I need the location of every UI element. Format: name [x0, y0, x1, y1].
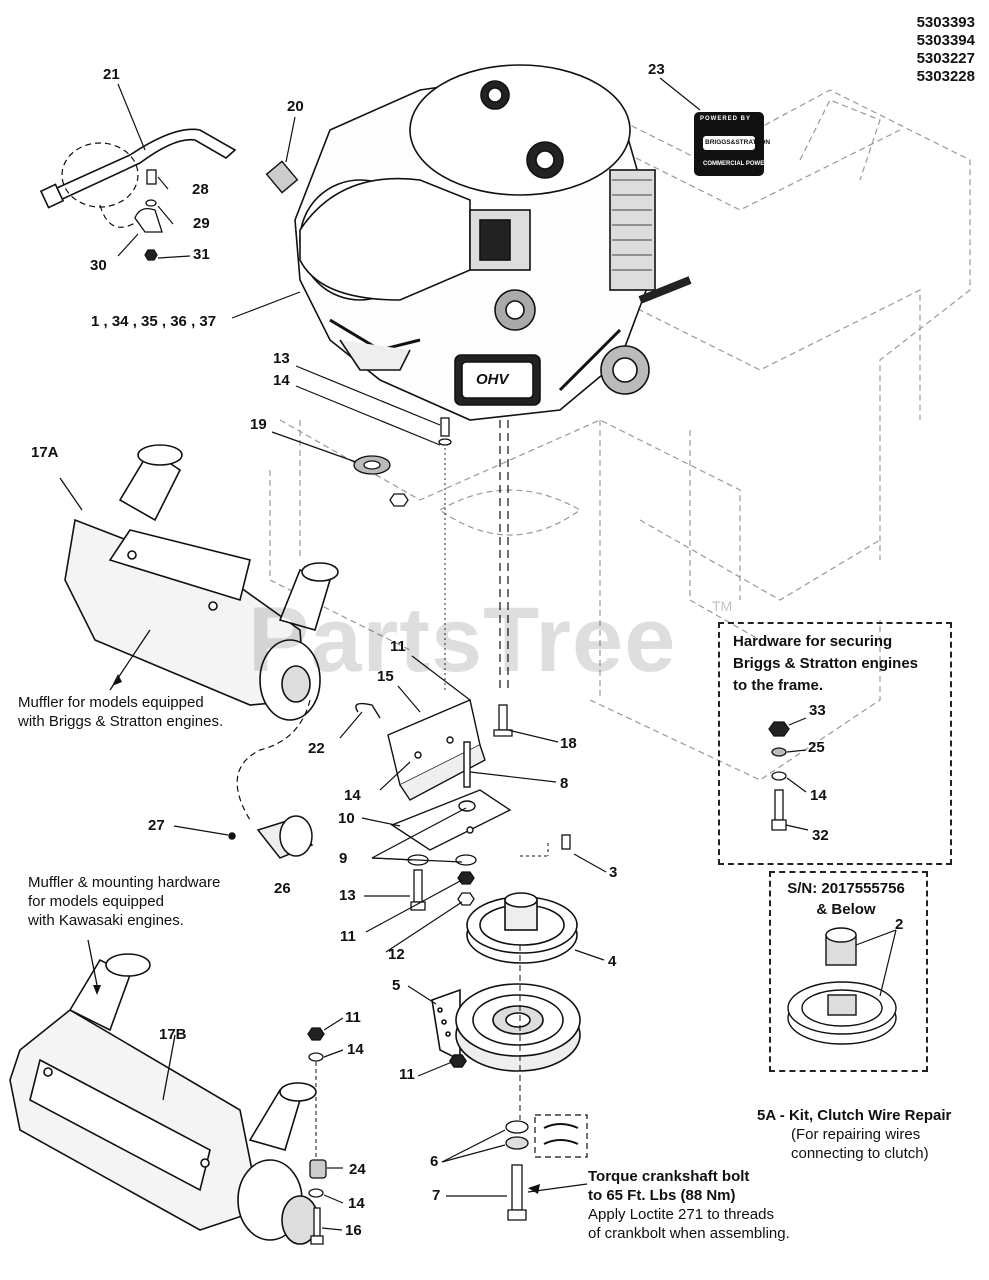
callout-26[interactable]: 26	[274, 880, 291, 897]
callout-15[interactable]: 15	[377, 668, 394, 685]
frame-hardware-title: Hardware for securing Briggs & Stratton …	[733, 633, 919, 694]
callout-14[interactable]: 14	[273, 372, 290, 389]
callout-23[interactable]: 23	[648, 61, 665, 78]
model-number: 5303394	[916, 32, 975, 49]
sn-pulley-parts	[787, 927, 897, 1045]
clutch-wire-kit-title: 5A - Kit, Clutch Wire Repair	[757, 1107, 952, 1124]
callout-28[interactable]: 28	[192, 181, 209, 198]
crank-bolt-stack	[505, 1120, 529, 1221]
callout-24[interactable]: 24	[349, 1161, 366, 1178]
muffler-17b	[9, 953, 319, 1245]
model-number: 5303228	[916, 68, 975, 85]
pulley-4	[466, 892, 578, 964]
callout-14[interactable]: 14	[810, 787, 827, 804]
note-muffler-kawasaki: Muffler & mounting hardware for models e…	[28, 874, 221, 929]
engine-mount-hardware	[353, 417, 452, 507]
callout-11[interactable]: 11	[390, 638, 406, 655]
callout-31[interactable]: 31	[193, 246, 210, 263]
callout-14[interactable]: 14	[348, 1195, 365, 1212]
clutch-wire-kit-note: 5A - Kit, Clutch Wire Repair (For repair…	[757, 1107, 952, 1162]
frame-hardware-parts	[768, 721, 790, 831]
note-muffler-briggs: Muffler for models equipped with Briggs …	[18, 694, 224, 730]
callout-2[interactable]: 2	[895, 916, 904, 933]
callout-33[interactable]: 33	[809, 702, 826, 719]
plate-10	[390, 741, 512, 851]
callout-11[interactable]: 11	[345, 1009, 361, 1026]
serial-number-title: S/N: 2017555756 & Below	[787, 880, 905, 918]
callout-12[interactable]: 12	[388, 946, 405, 963]
callout-8[interactable]: 8	[560, 775, 569, 792]
callout-30[interactable]: 30	[90, 257, 107, 274]
callout-16[interactable]: 16	[345, 1222, 362, 1239]
callout-19[interactable]: 19	[250, 416, 267, 433]
muffler-17b-hardware	[307, 1027, 327, 1245]
callout-14[interactable]: 14	[344, 787, 361, 804]
engine-illustration	[294, 64, 692, 421]
callout-25[interactable]: 25	[808, 739, 825, 756]
callout-5[interactable]: 5	[392, 977, 401, 994]
key-3	[561, 834, 571, 850]
washers-9	[407, 854, 477, 911]
model-number-list: 5303393 5303394 5303227 5303228	[917, 14, 975, 86]
frame-phantom	[269, 89, 971, 781]
callout-11[interactable]: 11	[340, 928, 356, 945]
callout-6[interactable]: 6	[430, 1153, 439, 1170]
callout-3[interactable]: 3	[609, 864, 618, 881]
callout-20[interactable]: 20	[287, 98, 304, 115]
clutch-5	[431, 983, 581, 1072]
callout-27[interactable]: 27	[148, 817, 165, 834]
logo-brand-text: BRIGGS&STRATTON	[705, 139, 771, 146]
briggs-logo-23	[694, 112, 764, 176]
callout-14[interactable]: 14	[347, 1041, 364, 1058]
callout-9[interactable]: 9	[339, 850, 348, 867]
model-number: 5303393	[916, 14, 975, 31]
torque-instruction: Torque crankshaft bolt to 65 Ft. Lbs (88…	[588, 1168, 790, 1242]
logo-bottom-text: COMMERCIAL POWER	[703, 161, 769, 167]
fitting-20	[265, 160, 299, 194]
callout-18[interactable]: 18	[560, 735, 577, 752]
callout-32[interactable]: 32	[812, 827, 829, 844]
spark-arrestor-26	[228, 815, 314, 859]
callout-22[interactable]: 22	[308, 740, 325, 757]
callout-29[interactable]: 29	[193, 215, 210, 232]
bolt-18	[493, 704, 513, 737]
callout-11[interactable]: 11	[399, 1066, 415, 1083]
engine-ohv-badge: OHV	[476, 371, 509, 388]
watermark-trademark: TM	[712, 598, 733, 614]
clamp-hardware	[134, 169, 163, 261]
serial-number-box	[769, 871, 928, 1072]
callout-17a[interactable]: 17A	[31, 444, 59, 461]
partstree-watermark: PartsTree	[248, 589, 677, 691]
callout-1-34-35-36-37[interactable]: 1 , 34 , 35 , 36 , 37	[91, 313, 217, 330]
callout-21[interactable]: 21	[103, 66, 120, 83]
callout-13[interactable]: 13	[339, 887, 356, 904]
callout-4[interactable]: 4	[608, 953, 617, 970]
callout-17b[interactable]: 17B	[159, 1026, 187, 1043]
callout-13[interactable]: 13	[273, 350, 290, 367]
leader-lines	[117, 77, 897, 1231]
callout-10[interactable]: 10	[338, 810, 355, 827]
frame-hardware-box	[718, 622, 952, 865]
logo-top-text: POWERED BY	[700, 116, 752, 122]
muffler-17a	[64, 444, 339, 721]
model-number: 5303227	[916, 50, 975, 67]
callout-7[interactable]: 7	[432, 1187, 441, 1204]
intake-tube-21	[39, 128, 237, 209]
